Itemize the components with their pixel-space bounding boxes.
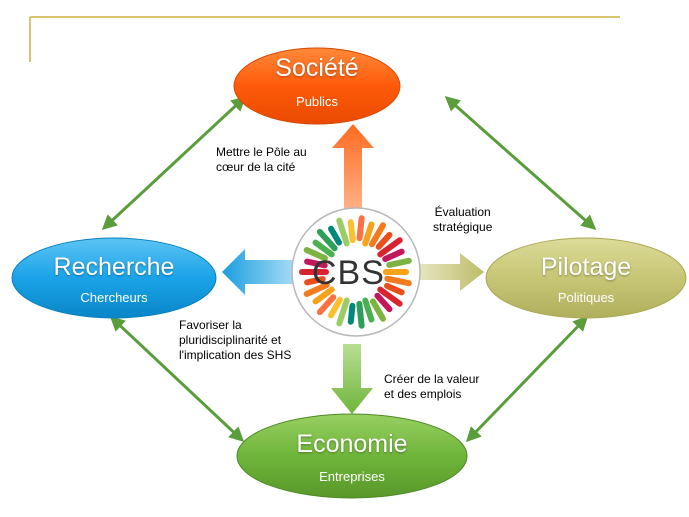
cbs-logo: [291, 207, 421, 337]
note-left: Favoriser la pluridisciplinarité et l'im…: [179, 318, 291, 363]
logo-petal: [304, 258, 328, 269]
logo-petal: [362, 297, 375, 323]
note-right: Évaluation stratégique: [433, 205, 492, 235]
logo-petal: [312, 286, 335, 305]
logo-petal: [377, 237, 403, 258]
societe-title: Société: [275, 54, 359, 82]
logo-petal: [370, 298, 386, 322]
economie-subtitle: Entreprises: [319, 469, 385, 484]
logo-petal: [312, 239, 335, 258]
logo-petal: [375, 231, 393, 250]
note-up: Mettre le Pôle au cœur de la cité: [216, 145, 307, 175]
note-down-line1: Créer de la valeur: [384, 372, 480, 386]
logo-petal: [303, 282, 330, 297]
arrow-down-economie: [331, 344, 373, 414]
node-pilotage: [485, 237, 687, 319]
logo-petal: [336, 217, 350, 247]
note-left-line2: pluridisciplinarité et: [179, 333, 282, 347]
logo-petals: [299, 215, 412, 329]
center-label: CBS: [312, 254, 385, 292]
societe-subtitle: Publics: [296, 94, 338, 109]
logo-petal: [316, 228, 338, 252]
pilotage-subtitle: Politiques: [557, 290, 615, 305]
logo-petal: [328, 225, 342, 246]
recherche-title: Recherche: [53, 253, 175, 281]
logo-petal: [336, 297, 350, 327]
connector-societe-pilotage: [444, 96, 597, 230]
note-up-line2: cœur de la cité: [216, 160, 296, 174]
node-recherche: [11, 237, 217, 319]
connector-recherche-economie: [109, 315, 245, 443]
logo-petal: [304, 276, 326, 286]
logo-petal: [347, 302, 356, 325]
logo-petal: [369, 222, 386, 248]
logo-petal: [356, 215, 365, 242]
pilotage-title: Pilotage: [540, 253, 632, 281]
logo-petal: [384, 282, 405, 296]
note-down: Créer de la valeur et des emplois: [384, 372, 479, 402]
logo-petal: [362, 221, 375, 247]
note-right-line2: stratégique: [433, 220, 493, 234]
logo-petal: [374, 292, 393, 313]
logo-petal: [377, 286, 403, 307]
note-right-line1: Évaluation: [434, 205, 491, 219]
logo-petal: [356, 300, 365, 329]
arrow-right-pilotage: [420, 253, 484, 291]
node-societe: [233, 47, 401, 125]
logo-petal: [384, 275, 412, 287]
arrow-left-recherche: [222, 249, 295, 295]
logo-petal: [347, 219, 356, 244]
logo-petal: [328, 296, 343, 319]
logo-petal: [316, 294, 337, 316]
node-economie: [236, 413, 468, 499]
recherche-subtitle: Chercheurs: [80, 290, 148, 305]
logo-petal: [303, 247, 328, 262]
logo-petal: [382, 248, 405, 262]
note-left-line1: Favoriser la: [179, 318, 242, 332]
arrow-up-societe: [332, 124, 374, 212]
connector-pilotage-economie: [465, 315, 589, 443]
note-up-line1: Mettre le Pôle au: [216, 145, 307, 159]
note-left-line3: l'implication des SHS: [179, 348, 292, 362]
logo-petal: [386, 257, 412, 268]
note-down-line2: et des emplois: [384, 387, 462, 401]
economie-title: Economie: [296, 430, 408, 458]
connector-recherche-societe: [101, 95, 247, 231]
